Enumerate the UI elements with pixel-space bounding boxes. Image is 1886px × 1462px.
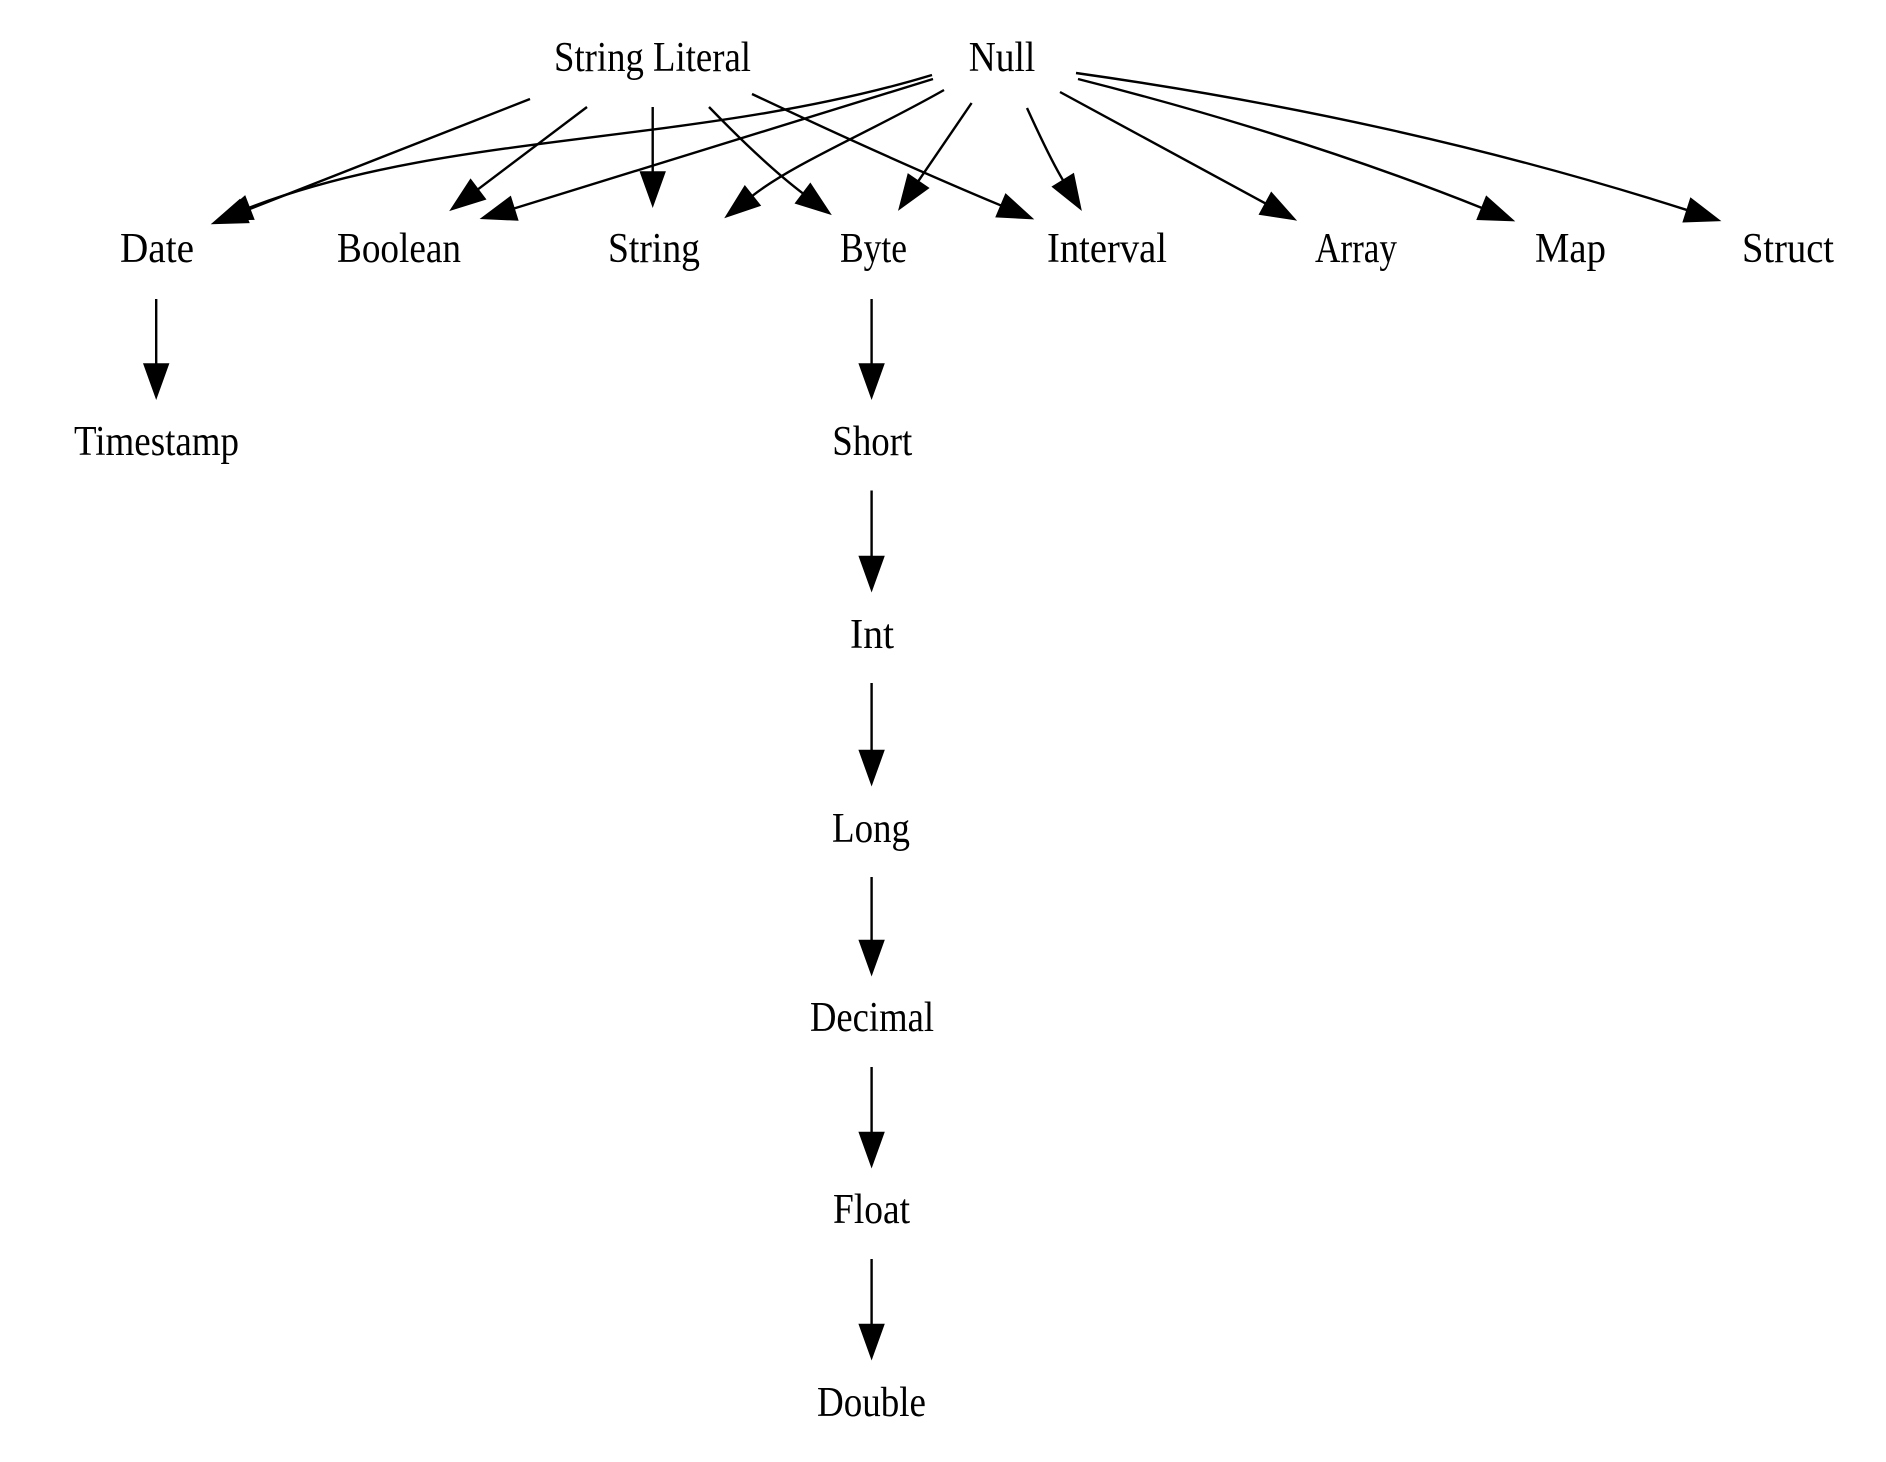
svg-text:Timestamp: Timestamp bbox=[74, 419, 239, 465]
svg-text:String: String bbox=[608, 226, 700, 272]
svg-text:Boolean: Boolean bbox=[337, 226, 461, 272]
svg-text:Struct: Struct bbox=[1742, 226, 1834, 272]
svg-text:Float: Float bbox=[833, 1187, 910, 1233]
svg-text:Decimal: Decimal bbox=[810, 995, 934, 1041]
svg-text:Map: Map bbox=[1535, 226, 1606, 272]
svg-text:Int: Int bbox=[850, 612, 894, 658]
svg-text:Date: Date bbox=[120, 226, 194, 272]
svg-text:Long: Long bbox=[832, 806, 910, 852]
svg-text:Short: Short bbox=[832, 419, 912, 465]
svg-text:Array: Array bbox=[1315, 226, 1397, 272]
svg-text:Byte: Byte bbox=[840, 226, 907, 272]
svg-text:Null: Null bbox=[969, 35, 1036, 81]
svg-text:Interval: Interval bbox=[1047, 226, 1167, 272]
svg-text:String Literal: String Literal bbox=[554, 35, 751, 81]
svg-text:Double: Double bbox=[817, 1380, 926, 1426]
